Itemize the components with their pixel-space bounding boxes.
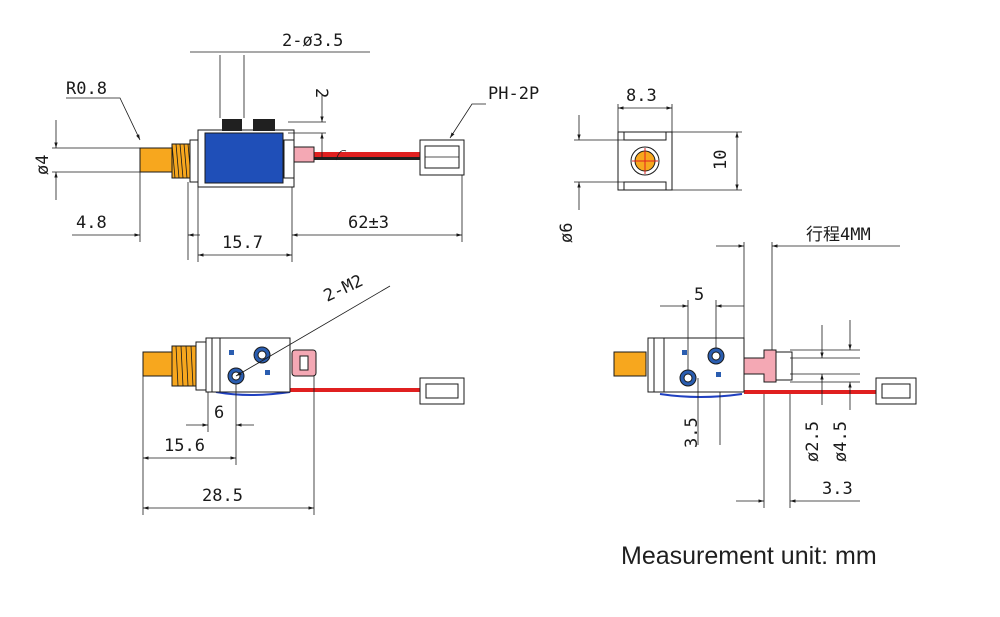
coil-tab-b	[253, 119, 275, 131]
connector-label: PH-2P	[488, 84, 539, 104]
wire-red	[292, 152, 422, 157]
end-width-label: 8.3	[626, 86, 657, 106]
diameter-large-label: ø4.5	[831, 421, 851, 462]
wire-length-label: 62±3	[348, 213, 389, 233]
end-plunger-diameter-label: ø6	[557, 223, 577, 243]
stroke-view: 行程4MM 5 3.5 ø2.5 ø4.5 3.3	[613, 225, 917, 508]
radius-label: R0.8	[66, 79, 107, 99]
plunger-length-label: 4.8	[76, 213, 107, 233]
end-height-label: 10	[711, 150, 731, 170]
diameter-small-label: ø2.5	[803, 421, 823, 462]
pitch-label: 5	[694, 285, 704, 305]
side-view: 2-M2 6 15.6 28.5	[142, 271, 465, 515]
hole-offset-label: 6	[214, 403, 224, 423]
wire-red-stroke	[744, 390, 878, 394]
pin-stroke	[743, 349, 777, 383]
plunger-stroke	[613, 351, 647, 377]
gap-label: 2	[311, 88, 331, 98]
end-view: 8.3 10 ø6	[557, 86, 742, 243]
wire-sleeve	[291, 146, 315, 163]
connector-side	[419, 377, 465, 405]
overall-length-label: 28.5	[202, 486, 243, 506]
hole-label: 2-ø3.5	[282, 31, 343, 51]
wire-break	[335, 150, 347, 161]
hole-to-tip-label: 15.6	[164, 436, 205, 456]
thread-label: 2-M2	[321, 271, 367, 306]
wire-red-side	[288, 388, 420, 392]
wire-blue-side	[215, 391, 291, 396]
top-view: 2-ø3.5 2 R0.8 PH-2P ø4 4.8 15.7	[33, 31, 539, 262]
connector-top	[419, 139, 465, 176]
wire-black	[292, 157, 422, 160]
unit-note: Measurement unit: mm	[621, 542, 877, 570]
coil-top	[204, 132, 284, 184]
offset-label: 3.5	[682, 417, 702, 448]
stroke-label: 行程4MM	[806, 225, 871, 245]
plunger-diameter-label: ø4	[33, 155, 53, 175]
wire-blue-stroke	[659, 393, 743, 398]
plunger-top	[139, 147, 175, 173]
tail-label: 3.3	[822, 479, 853, 499]
coil-tab-a	[222, 119, 242, 131]
connector-stroke	[875, 377, 917, 405]
body-length-label: 15.7	[222, 233, 263, 253]
